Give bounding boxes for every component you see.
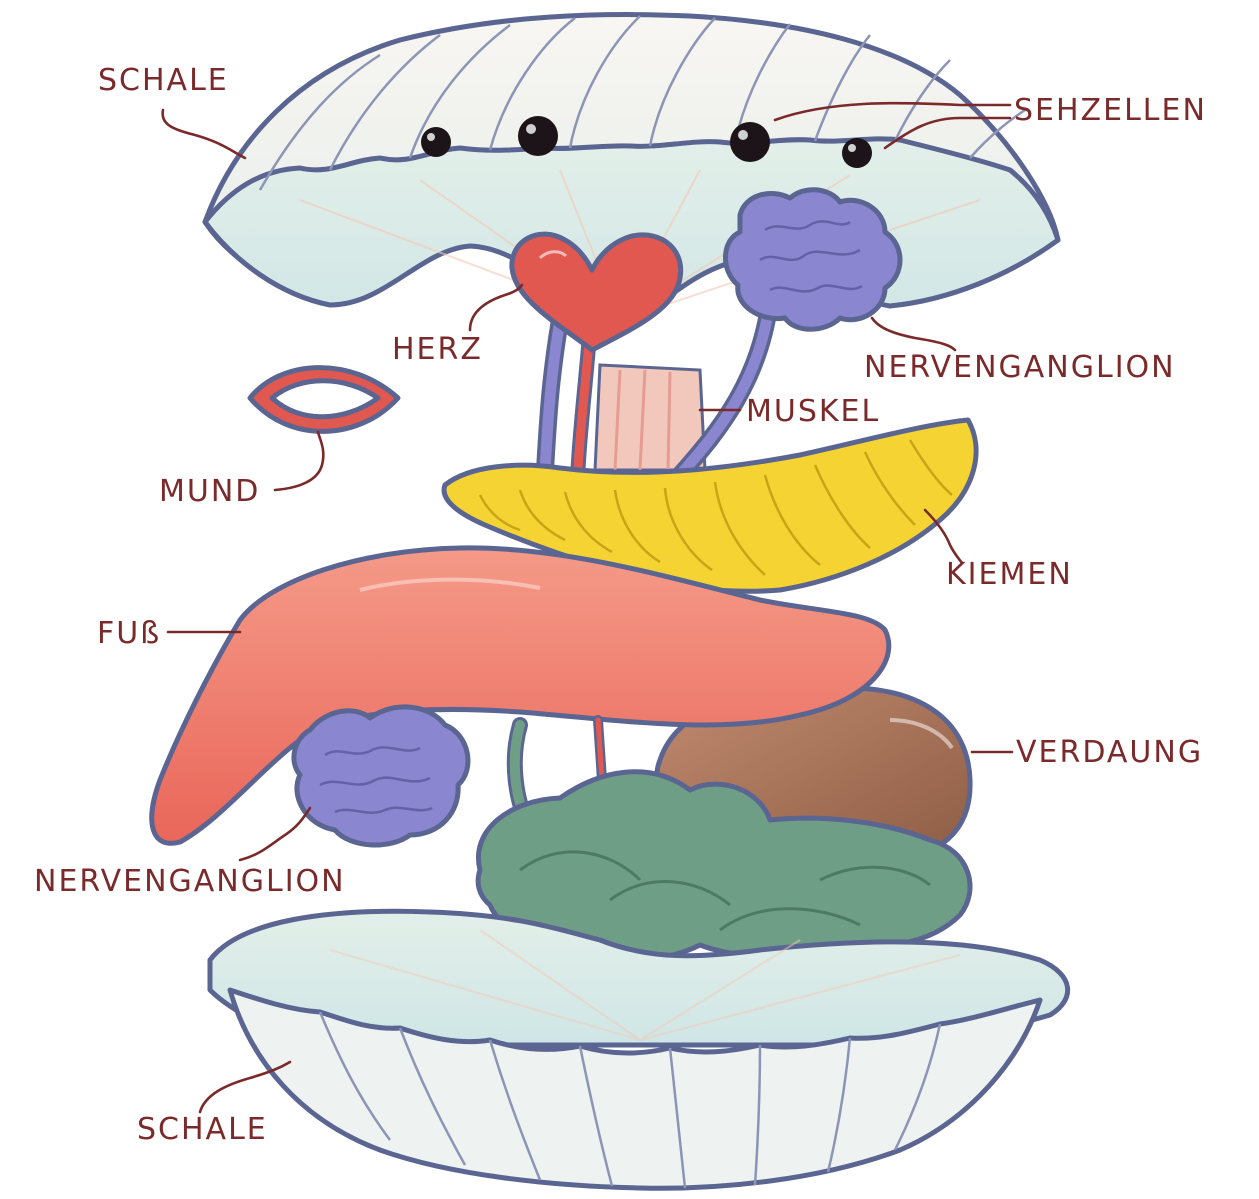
bottom-shell [210, 911, 1068, 1188]
leader-schale-bottom [200, 1062, 290, 1112]
label-kiemen: KIEMEN [946, 560, 1073, 590]
leader-nervenganglion-bottom [240, 808, 310, 860]
label-sehzellen: SEHZELLEN [1014, 96, 1207, 126]
mouth [250, 368, 398, 432]
leader-herz [470, 285, 522, 330]
label-herz: HERZ [392, 335, 483, 365]
leader-schale-top [163, 110, 245, 158]
eye-spot [730, 122, 770, 162]
label-nervenganglion-bottom: NERVENGANGLION [34, 867, 346, 897]
label-muskel: MUSKEL [746, 397, 880, 427]
label-fuss: FUß [97, 619, 161, 649]
label-mund: MUND [159, 477, 260, 507]
nerve-ganglion-top [725, 190, 900, 330]
eye-spot [518, 116, 558, 156]
label-schale-bottom: SCHALE [137, 1115, 268, 1145]
eye-spot [842, 138, 872, 168]
label-verdauung: VERDAUNG [1016, 738, 1203, 768]
eye-spot [421, 127, 451, 157]
nerve-ganglion-bottom [294, 707, 468, 845]
leader-mund [275, 432, 323, 490]
leader-nervenganglion-top [872, 318, 955, 350]
label-schale-top: SCHALE [98, 66, 229, 96]
label-nervenganglion-top: NERVENGANGLION [864, 353, 1176, 383]
